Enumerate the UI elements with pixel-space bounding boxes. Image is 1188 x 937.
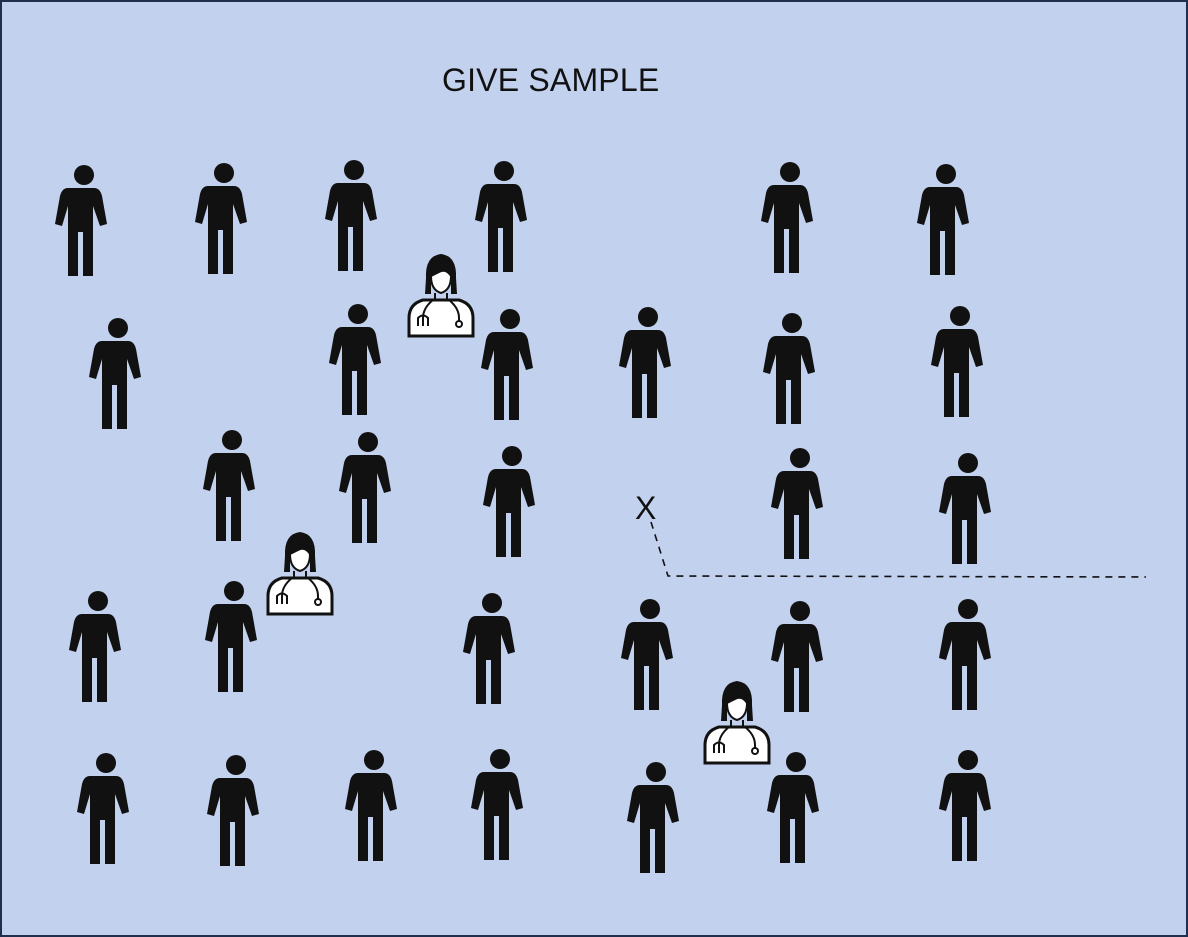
person-icon bbox=[767, 752, 819, 863]
person-icon bbox=[939, 750, 991, 861]
person-icon bbox=[339, 432, 391, 543]
person-icon bbox=[329, 304, 381, 415]
doctor-icon bbox=[266, 530, 334, 616]
person-icon bbox=[77, 753, 129, 864]
person-icon bbox=[345, 750, 397, 861]
person-icon bbox=[205, 581, 257, 692]
person-icon bbox=[763, 313, 815, 424]
person-icon bbox=[931, 306, 983, 417]
person-icon bbox=[939, 599, 991, 710]
diagram-title: GIVE SAMPLE bbox=[442, 62, 660, 98]
person-icon bbox=[207, 755, 259, 866]
person-icon bbox=[475, 161, 527, 272]
person-icon bbox=[55, 165, 107, 276]
person-icon bbox=[69, 591, 121, 702]
person-icon bbox=[619, 307, 671, 418]
person-icon bbox=[771, 601, 823, 712]
person-icon bbox=[471, 749, 523, 860]
person-icon bbox=[621, 599, 673, 710]
person-icon bbox=[483, 446, 535, 557]
doctor-icon bbox=[407, 252, 475, 338]
doctor-icon bbox=[703, 679, 771, 765]
person-icon bbox=[463, 593, 515, 704]
person-icon bbox=[195, 163, 247, 274]
person-icon bbox=[627, 762, 679, 873]
person-icon bbox=[325, 160, 377, 271]
person-icon bbox=[771, 448, 823, 559]
person-icon bbox=[481, 309, 533, 420]
person-icon bbox=[203, 430, 255, 541]
person-icon bbox=[761, 162, 813, 273]
person-icon bbox=[89, 318, 141, 429]
person-icon bbox=[917, 164, 969, 275]
person-icon bbox=[939, 453, 991, 564]
x-marker-label: X bbox=[635, 490, 657, 526]
dashed-path bbox=[650, 521, 1147, 578]
